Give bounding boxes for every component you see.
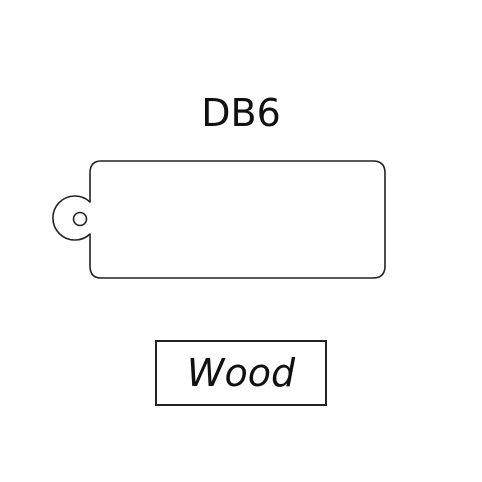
material-label-box: Wood bbox=[155, 340, 327, 406]
material-label: Wood bbox=[186, 351, 296, 395]
tag-body bbox=[52, 160, 386, 279]
tag-hole bbox=[72, 211, 88, 227]
product-code: DB6 bbox=[201, 91, 281, 135]
